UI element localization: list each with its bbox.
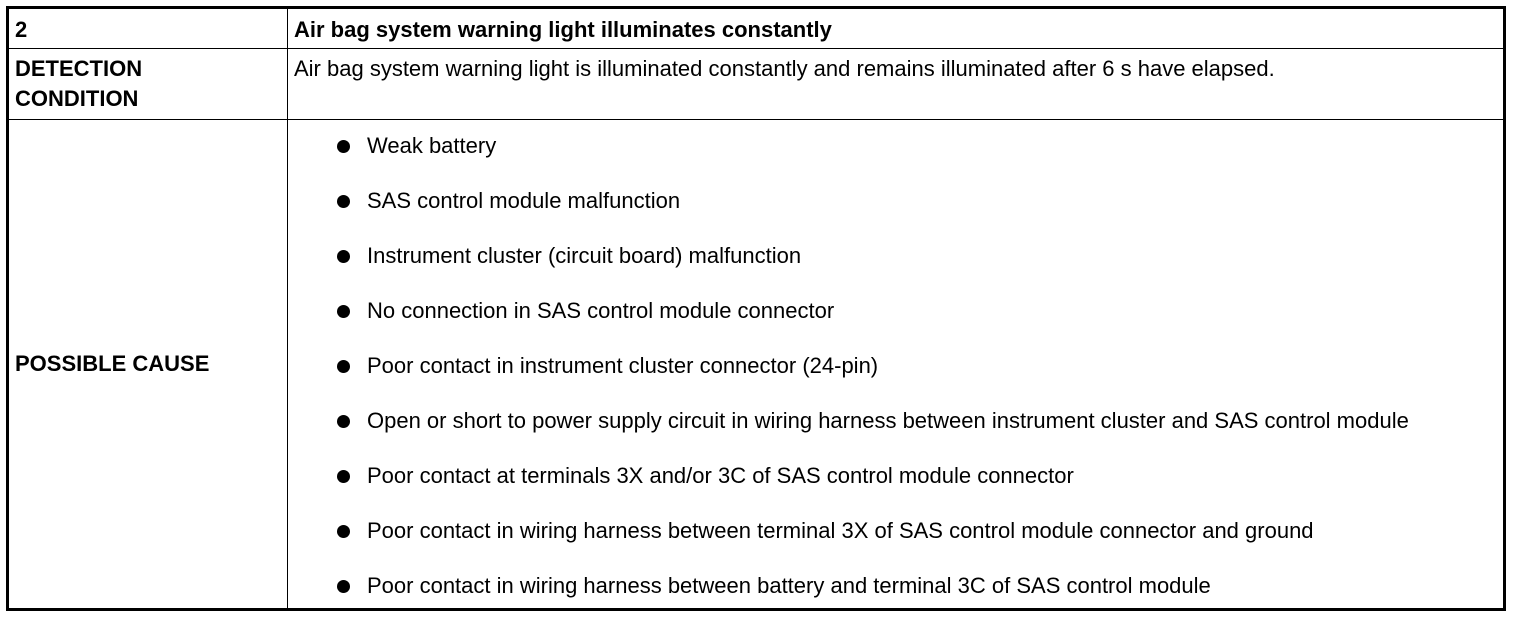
bullet-icon	[337, 140, 350, 153]
step-number: 2	[7, 7, 288, 49]
cause-text: Poor contact in instrument cluster conne…	[367, 353, 879, 378]
bullet-icon	[337, 415, 350, 428]
cause-item: Poor contact in wiring harness between b…	[294, 571, 1497, 601]
bullet-icon	[337, 470, 350, 483]
cause-list: Weak battery SAS control module malfunct…	[294, 125, 1497, 601]
detection-text: Air bag system warning light is illumina…	[287, 48, 1505, 120]
possible-cause-label: POSSIBLE CAUSE	[7, 119, 288, 610]
bullet-icon	[337, 195, 350, 208]
cause-text: No connection in SAS control module conn…	[367, 298, 835, 323]
cause-item: Poor contact in wiring harness between t…	[294, 516, 1497, 546]
symptom-title: Air bag system warning light illuminates…	[287, 7, 1505, 49]
detection-label-line2: CONDITION	[15, 86, 139, 111]
bullet-icon	[337, 580, 350, 593]
bullet-icon	[337, 305, 350, 318]
cause-text: Instrument cluster (circuit board) malfu…	[367, 243, 802, 268]
detection-label-line1: DETECTION	[15, 56, 143, 81]
cause-item: Instrument cluster (circuit board) malfu…	[294, 241, 1497, 271]
detection-row: DETECTION CONDITION Air bag system warni…	[7, 48, 1505, 120]
cause-text: Poor contact in wiring harness between b…	[367, 573, 1211, 598]
cause-item: Poor contact at terminals 3X and/or 3C o…	[294, 461, 1497, 491]
cause-text: Weak battery	[367, 133, 497, 158]
possible-cause-cell: Weak battery SAS control module malfunct…	[287, 119, 1505, 610]
bullet-icon	[337, 360, 350, 373]
bullet-icon	[337, 250, 350, 263]
cause-item: Open or short to power supply circuit in…	[294, 406, 1497, 436]
troubleshooting-table: 2 Air bag system warning light illuminat…	[6, 6, 1506, 611]
cause-item: No connection in SAS control module conn…	[294, 296, 1497, 326]
bullet-icon	[337, 525, 350, 538]
cause-text: Open or short to power supply circuit in…	[367, 408, 1409, 433]
possible-cause-row: POSSIBLE CAUSE Weak battery SAS control …	[7, 119, 1505, 610]
cause-item: Poor contact in instrument cluster conne…	[294, 351, 1497, 381]
cause-item: SAS control module malfunction	[294, 186, 1497, 216]
header-row: 2 Air bag system warning light illuminat…	[7, 7, 1505, 49]
cause-text: SAS control module malfunction	[367, 188, 681, 213]
cause-text: Poor contact at terminals 3X and/or 3C o…	[367, 463, 1074, 488]
detection-label: DETECTION CONDITION	[7, 48, 288, 120]
cause-text: Poor contact in wiring harness between t…	[367, 518, 1314, 543]
cause-item: Weak battery	[294, 131, 1497, 161]
